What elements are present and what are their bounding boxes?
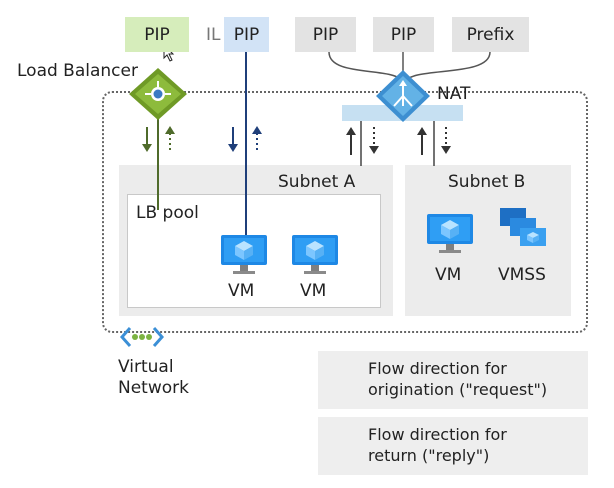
virtual-network-label-line2: Network: [118, 378, 189, 398]
legend-reply: Flow direction for return ("reply"): [318, 417, 588, 475]
lb-reply-arrow: [165, 126, 175, 152]
lb-pool-label: LB pool: [136, 203, 199, 223]
public-prefix: Prefix: [452, 17, 529, 52]
vm-label: VM: [228, 281, 255, 301]
virtual-machine-icon: [427, 214, 473, 253]
pip-il-label: PIP: [233, 24, 260, 45]
load-balancer-icon: [129, 68, 187, 120]
legend-request-line2: origination ("request"): [368, 380, 548, 399]
legend-request: Flow direction for origination ("request…: [318, 351, 588, 409]
nat-a-request-arrow: [346, 127, 356, 155]
virtual-machine-icon: [221, 235, 267, 274]
nat-gateway-icon: [376, 70, 430, 122]
subnet-b-label: Subnet B: [448, 172, 526, 192]
legend-request-line1: Flow direction for: [368, 359, 507, 378]
legend-reply-line2: return ("reply"): [368, 446, 490, 465]
vm-label: VM: [435, 265, 462, 285]
pip-lb-label: PIP: [144, 24, 170, 45]
il-label: IL: [206, 25, 221, 45]
il-request-arrow: [228, 127, 238, 152]
pip-nat-2-label: PIP: [390, 24, 417, 45]
nat-b-request-arrow: [417, 127, 427, 155]
pip-load-balancer: PIP: [125, 17, 189, 52]
prefix-label: Prefix: [466, 24, 515, 45]
lb-request-arrow: [142, 127, 152, 152]
virtual-network-boundary: [102, 91, 588, 333]
legend-reply-line1: Flow direction for: [368, 425, 507, 444]
subnet-a-label: Subnet A: [278, 172, 356, 192]
virtual-network-icon: [119, 327, 165, 347]
pip-nat-1-label: PIP: [312, 24, 339, 45]
nat-b-reply-arrow: [441, 127, 451, 154]
nat-label: NAT: [437, 84, 471, 104]
pip-nat-2: PIP: [373, 17, 434, 52]
nat-a-reply-arrow: [369, 127, 379, 154]
virtual-machine-icon: [292, 235, 338, 274]
pip-nat-1: PIP: [295, 17, 356, 52]
load-balancer-label: Load Balancer: [17, 61, 138, 81]
pip-instance-level: PIP: [224, 17, 269, 52]
il-reply-arrow: [252, 126, 262, 152]
virtual-network-label-line1: Virtual: [118, 357, 174, 377]
vmss-label: VMSS: [498, 265, 546, 285]
vm-label: VM: [300, 281, 327, 301]
vm-scale-set-icon: [500, 208, 546, 246]
